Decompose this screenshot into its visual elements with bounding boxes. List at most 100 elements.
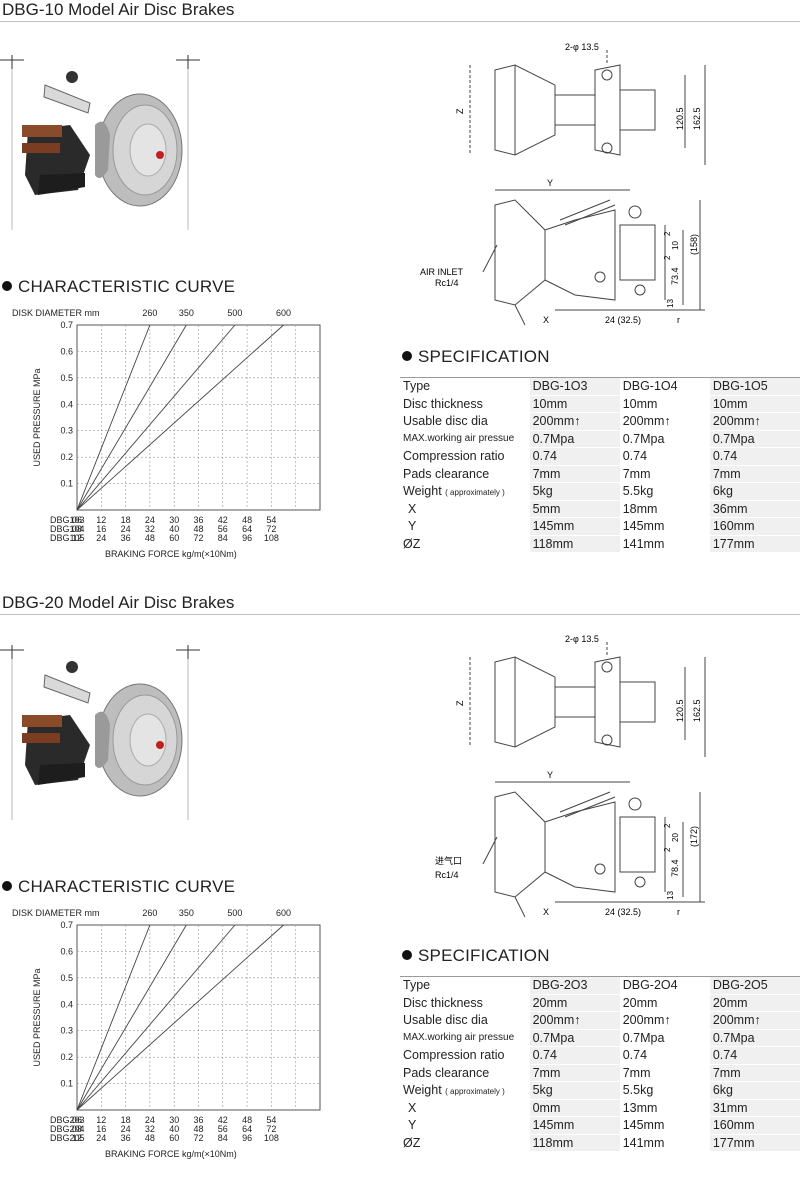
table-cell: 31mm: [709, 1099, 800, 1117]
dim-z-label: Z: [455, 700, 465, 706]
table-cell: 7mm: [709, 1064, 800, 1082]
x-tick-label: 18: [121, 515, 131, 525]
x-tick-label: 48: [193, 524, 203, 534]
table-cell: 177mm: [709, 1134, 800, 1152]
product-photo: [0, 645, 200, 825]
table-cell: 7mm: [529, 465, 620, 483]
x-tick-label: 48: [145, 1133, 155, 1143]
y-tick-label: 0.4: [60, 399, 73, 409]
x-tick-label: 36: [121, 533, 131, 543]
bullet-icon: [402, 351, 412, 361]
y-axis-label: USED PRESSURE MPa: [32, 968, 42, 1066]
dim-label: 2: [663, 847, 672, 852]
x-tick-label: 84: [218, 533, 228, 543]
series-label: 260: [142, 908, 157, 918]
dim-label: 10: [671, 241, 680, 250]
x-tick-label: 08: [72, 524, 82, 534]
row-label: Disc thickness: [400, 994, 530, 1012]
table-cell: 0.7Mpa: [529, 1029, 620, 1047]
table-cell: 20mm: [709, 994, 800, 1012]
y-tick-label: 0.3: [60, 426, 73, 436]
table-cell: 0mm: [529, 1099, 620, 1117]
x-tick-label: 42: [218, 1115, 228, 1125]
row-label: Usable disc dia: [400, 412, 530, 431]
x-tick-label: 30: [169, 1115, 179, 1125]
table-header-cell: DBG-1O5: [709, 377, 800, 396]
series-line: [76, 924, 284, 1111]
y-tick-label: 0.6: [60, 346, 73, 356]
model-label: DBG204: [50, 1124, 85, 1134]
series-label: 350: [179, 908, 194, 918]
dim-y-label: Y: [547, 178, 553, 188]
table-header-row: Type DBG-1O3 DBG-1O4 DBG-1O5: [400, 377, 800, 396]
dim-label: 73.4: [670, 267, 680, 285]
table-cell: 7mm: [619, 1064, 710, 1082]
x-tick-label: 48: [193, 1124, 203, 1134]
table-header-cell: DBG-1O4: [619, 377, 710, 396]
table-header-cell: Type: [400, 976, 530, 995]
y-tick-label: 0.7: [60, 920, 73, 930]
table-cell: 141mm: [619, 535, 710, 553]
table-cell: 200mm↑: [709, 412, 800, 431]
y-tick-label: 0.6: [60, 946, 73, 956]
table-cell: 10mm: [529, 395, 620, 413]
row-label: MAX.working air pressue: [400, 1029, 530, 1047]
x-tick-label: 12: [96, 1115, 106, 1125]
dim-r-label: r: [677, 907, 680, 917]
air-inlet-label: 进气口: [435, 855, 462, 866]
dim-label: 20: [671, 833, 680, 842]
row-label: ØZ: [400, 1134, 530, 1152]
table-cell: 6kg: [709, 1081, 800, 1100]
x-tick-label: 40: [169, 1124, 179, 1134]
table-cell: 0.74: [529, 1046, 620, 1065]
dim-z-label: Z: [455, 108, 465, 114]
dim-label: 78.4: [670, 859, 680, 877]
table-header-cell: DBG-1O3: [529, 377, 620, 396]
x-tick-label: 36: [121, 1133, 131, 1143]
y-tick-label: 0.4: [60, 999, 73, 1009]
x-tick-label: 72: [266, 1124, 276, 1134]
x-tick-label: 56: [218, 1124, 228, 1134]
row-label: Compression ratio: [400, 1046, 530, 1065]
x-tick-label: 48: [242, 515, 252, 525]
x-tick-label: 24: [145, 515, 155, 525]
table-cell: 20mm: [529, 994, 620, 1012]
table-cell: 0.7Mpa: [709, 1029, 800, 1047]
dim-label: 120.5: [675, 107, 685, 130]
spec-table: Type DBG-2O3 DBG-2O4 DBG-2O5 Disc thickn…: [400, 976, 800, 1152]
table-cell: 200mm↑: [709, 1011, 800, 1030]
curve-heading: CHARACTERISTIC CURVE: [2, 277, 235, 297]
table-cell: 0.7Mpa: [619, 430, 710, 448]
model-label: DBG104: [50, 524, 85, 534]
disk-diameter-label: DISK DIAMETER mm: [12, 308, 100, 318]
air-inlet-thread: Rc1/4: [435, 870, 459, 880]
table-cell: 0.74: [529, 447, 620, 466]
y-tick-label: 0.5: [60, 373, 73, 383]
x-tick-label: 32: [145, 524, 155, 534]
dim-label: 13: [666, 299, 675, 308]
table-cell: 200mm↑: [529, 412, 620, 431]
x-tick-label: 24: [96, 1133, 106, 1143]
row-label: Pads clearance: [400, 465, 530, 483]
series-line: [76, 324, 236, 511]
y-tick-label: 0.1: [60, 1079, 73, 1089]
x-tick-label: 24: [121, 1124, 131, 1134]
table-header-cell: DBG-2O4: [619, 976, 710, 995]
x-axis-label: BRAKING FORCE kg/m(×10Nm): [105, 549, 237, 559]
row-label: Weight ( approximately ): [400, 482, 530, 501]
air-inlet-label: AIR INLET: [420, 267, 464, 277]
x-tick-label: 12: [72, 1133, 82, 1143]
y-tick-label: 0.2: [60, 452, 73, 462]
table-cell: 141mm: [619, 1134, 710, 1152]
x-tick-label: 32: [145, 1124, 155, 1134]
dim-label: (172): [689, 826, 699, 847]
x-tick-label: 24: [145, 1115, 155, 1125]
y-tick-label: 0.2: [60, 1052, 73, 1062]
row-label: Weight ( approximately ): [400, 1081, 530, 1100]
